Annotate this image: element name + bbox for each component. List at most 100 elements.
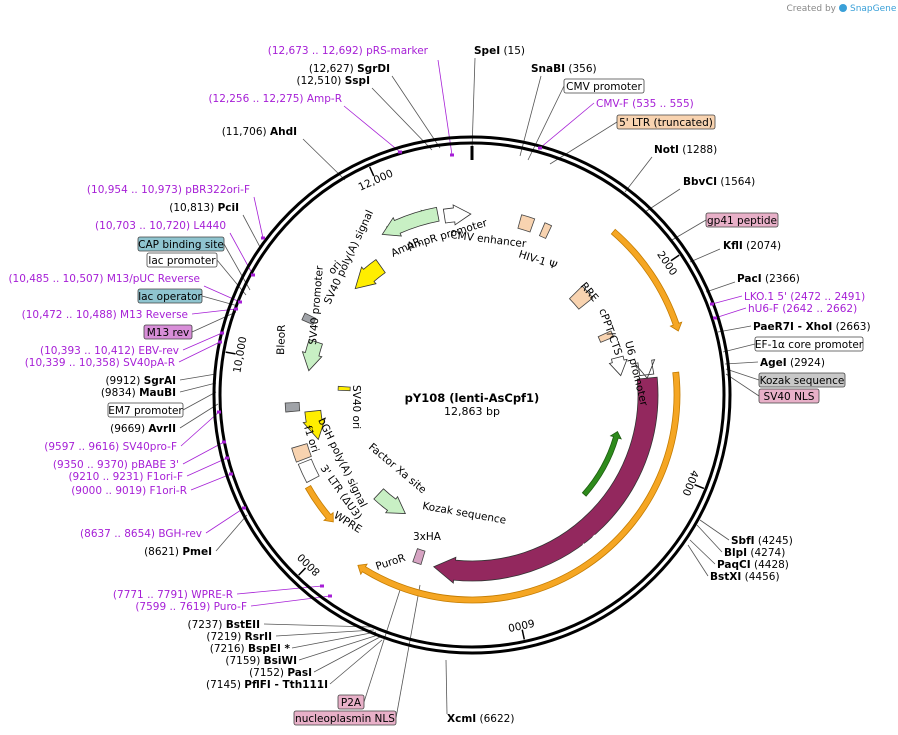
label-M13-Reverse[interactable]: (10,472 .. 10,488) M13 Reverse	[22, 309, 188, 321]
label-BspEI[interactable]: (7216) BspEI *	[210, 643, 291, 655]
label-CMV-promoter[interactable]: CMV promoter	[563, 78, 645, 94]
label-SpeI[interactable]: SpeI (15)	[474, 45, 525, 57]
label-name: SV40pA-R	[123, 357, 175, 369]
U6-promoter-arc[interactable]	[608, 355, 628, 377]
label-range: (7599 .. 7619)	[135, 601, 210, 613]
label-AgeI[interactable]: AgeI (2924)	[760, 357, 825, 369]
label-hU6-F[interactable]: hU6-F (2642 .. 2662)	[748, 303, 857, 315]
green-arc-1-arc[interactable]	[581, 431, 622, 497]
label-PflFI[interactable]: (7145) PflFI - Tth111I	[206, 679, 328, 691]
label-CMV-F[interactable]: CMV-F (535 .. 555)	[596, 98, 694, 110]
label-text: (9912) SgrAI	[105, 375, 176, 387]
5-ltr-box[interactable]	[517, 214, 536, 233]
label-BbvCI[interactable]: BbvCI (1564)	[683, 176, 755, 188]
label-BstEII[interactable]: (7237) BstEII	[187, 619, 260, 631]
label-lac-promoter[interactable]: lac promoter	[146, 252, 218, 268]
BleoR-arc[interactable]	[301, 338, 323, 372]
label-M13-pUC-Reverse[interactable]: (10,485 .. 10,507) M13/pUC Reverse	[8, 273, 200, 285]
label-WPRE-R[interactable]: (7771 .. 7791) WPRE-R	[113, 589, 233, 601]
tick-mark	[694, 484, 705, 490]
label-text: KflI (2074)	[723, 240, 781, 252]
label-KflI[interactable]: KflI (2074)	[723, 240, 781, 252]
cppt-box[interactable]	[597, 330, 615, 343]
label-BGH-rev[interactable]: (8637 .. 8654) BGH-rev	[80, 528, 202, 540]
label-BlpI[interactable]: BlpI (4274)	[724, 547, 785, 559]
label-L4440[interactable]: (10,703 .. 10,720) L4440	[95, 220, 226, 232]
label-nucleoplasmin-NLS[interactable]: nucleoplasmin NLS	[293, 710, 397, 726]
psi-box[interactable]	[538, 222, 553, 239]
label-SV40-NLS[interactable]: SV40 NLS	[758, 388, 820, 404]
tick-mark	[521, 629, 526, 640]
label-NotI[interactable]: NotI (1288)	[654, 144, 717, 156]
label-PciI[interactable]: (10,813) PciI	[169, 202, 239, 214]
label-SnaBI[interactable]: SnaBI (356)	[531, 63, 597, 75]
label-P2A[interactable]: P2A	[337, 694, 365, 710]
label-SV40pro-F[interactable]: (9597 .. 9616) SV40pro-F	[44, 441, 177, 453]
PuroR-arc[interactable]	[373, 488, 406, 514]
label-name: PaeR7I - XhoI	[753, 321, 832, 333]
label-box	[137, 236, 225, 252]
label-MauBI[interactable]: (9834) MauBI	[101, 387, 176, 399]
label-AvrII[interactable]: (9669) AvrII	[110, 423, 176, 435]
orange-arc-2-arc[interactable]	[357, 371, 681, 604]
label-PasI[interactable]: (7152) PasI	[249, 667, 312, 679]
tick-mark	[225, 351, 236, 355]
label-SbfI[interactable]: SbfI (4245)	[731, 535, 793, 547]
label-LKO1-5[interactable]: LKO.1 5' (2472 .. 2491)	[744, 291, 865, 303]
label-gp41-peptide[interactable]: gp41 peptide	[705, 212, 779, 228]
label-range: (12,673 .. 12,692)	[268, 45, 363, 57]
label-text: (9669) AvrII	[110, 423, 176, 435]
label-Puro-F[interactable]: (7599 .. 7619) Puro-F	[135, 601, 247, 613]
label-lac-operator[interactable]: lac operator	[137, 288, 202, 304]
snapgene-credit[interactable]: Created by SnapGene	[786, 4, 897, 14]
label-SspI[interactable]: (12,510) SspI	[296, 75, 370, 87]
label-M13-rev[interactable]: M13 rev	[143, 324, 193, 340]
label-EM7-promoter[interactable]: EM7 promoter	[107, 402, 184, 418]
leader-line	[724, 361, 759, 365]
wpre-box[interactable]	[297, 458, 320, 484]
CMV-enhancer-arc[interactable]	[442, 204, 472, 226]
label-PaqCI[interactable]: PaqCI (4428)	[717, 559, 789, 571]
label-F1ori-F[interactable]: (9210 .. 9231) F1ori-F	[68, 471, 183, 483]
sv40ori-box[interactable]	[337, 385, 351, 392]
gray-box-2[interactable]	[301, 312, 317, 326]
label-AhdI[interactable]: (11,706) AhdI	[222, 126, 297, 138]
EF1a-promoter-arc[interactable]	[634, 359, 656, 379]
label-name: WPRE-R	[191, 589, 233, 601]
label-5-LTR[interactable]: 5' LTR (truncated)	[616, 114, 716, 130]
3xha-box[interactable]	[412, 548, 426, 565]
label-SgrDI[interactable]: (12,627) SgrDI	[309, 63, 390, 75]
label-BstXI[interactable]: BstXI (4456)	[710, 571, 780, 583]
orange-arc-3-arc[interactable]	[304, 485, 334, 523]
3ltr-box[interactable]	[291, 443, 312, 463]
label-RsrII[interactable]: (7219) RsrII	[206, 631, 272, 643]
label-text: (7771 .. 7791) WPRE-R	[113, 589, 233, 601]
label-SV40pA-R[interactable]: (10,339 .. 10,358) SV40pA-R	[25, 357, 175, 369]
sv40-promoter-label: SV40 promoter	[307, 265, 326, 346]
label-Amp-R[interactable]: (12,256 .. 12,275) Amp-R	[208, 93, 342, 105]
ori-arc[interactable]	[354, 259, 386, 290]
AmpR-arc[interactable]	[381, 206, 440, 237]
label-EBV-rev[interactable]: (10,393 .. 10,412) EBV-rev	[40, 345, 179, 357]
label-text: PaeR7I - XhoI (2663)	[753, 321, 871, 333]
AscPf1-arc[interactable]	[432, 376, 659, 584]
label-pBR322ori-F[interactable]: (10,954 .. 10,973) pBR322ori-F	[87, 184, 250, 196]
f1-ori-arc[interactable]	[302, 409, 326, 441]
label-PmeI[interactable]: (8621) PmeI	[144, 546, 212, 558]
label-BsiWI[interactable]: (7159) BsiWI	[225, 655, 297, 667]
label-EF1a-core-promoter[interactable]: EF-1α core promoter	[754, 336, 864, 352]
label-Kozak-sequence[interactable]: Kozak sequence	[758, 372, 846, 388]
gray-box-1[interactable]	[284, 401, 301, 413]
label-XcmI[interactable]: XcmI (6622)	[447, 713, 514, 725]
label-PaeR7I[interactable]: PaeR7I - XhoI (2663)	[753, 321, 871, 333]
leader-line	[205, 507, 245, 534]
orange-arc-1-arc[interactable]	[610, 228, 683, 332]
label-range: (7219)	[206, 631, 241, 643]
label-F1ori-R[interactable]: (9000 .. 9019) F1ori-R	[71, 485, 187, 497]
label-pRS-marker[interactable]: (12,673 .. 12,692) pRS-marker	[268, 45, 429, 57]
label-PacI[interactable]: PacI (2366)	[737, 273, 800, 285]
rre-box[interactable]	[568, 285, 594, 310]
label-CAP-binding-site[interactable]: CAP binding site	[137, 236, 225, 252]
label-SgrAI[interactable]: (9912) SgrAI	[105, 375, 176, 387]
label-pBABE-3[interactable]: (9350 .. 9370) pBABE 3'	[53, 459, 179, 471]
